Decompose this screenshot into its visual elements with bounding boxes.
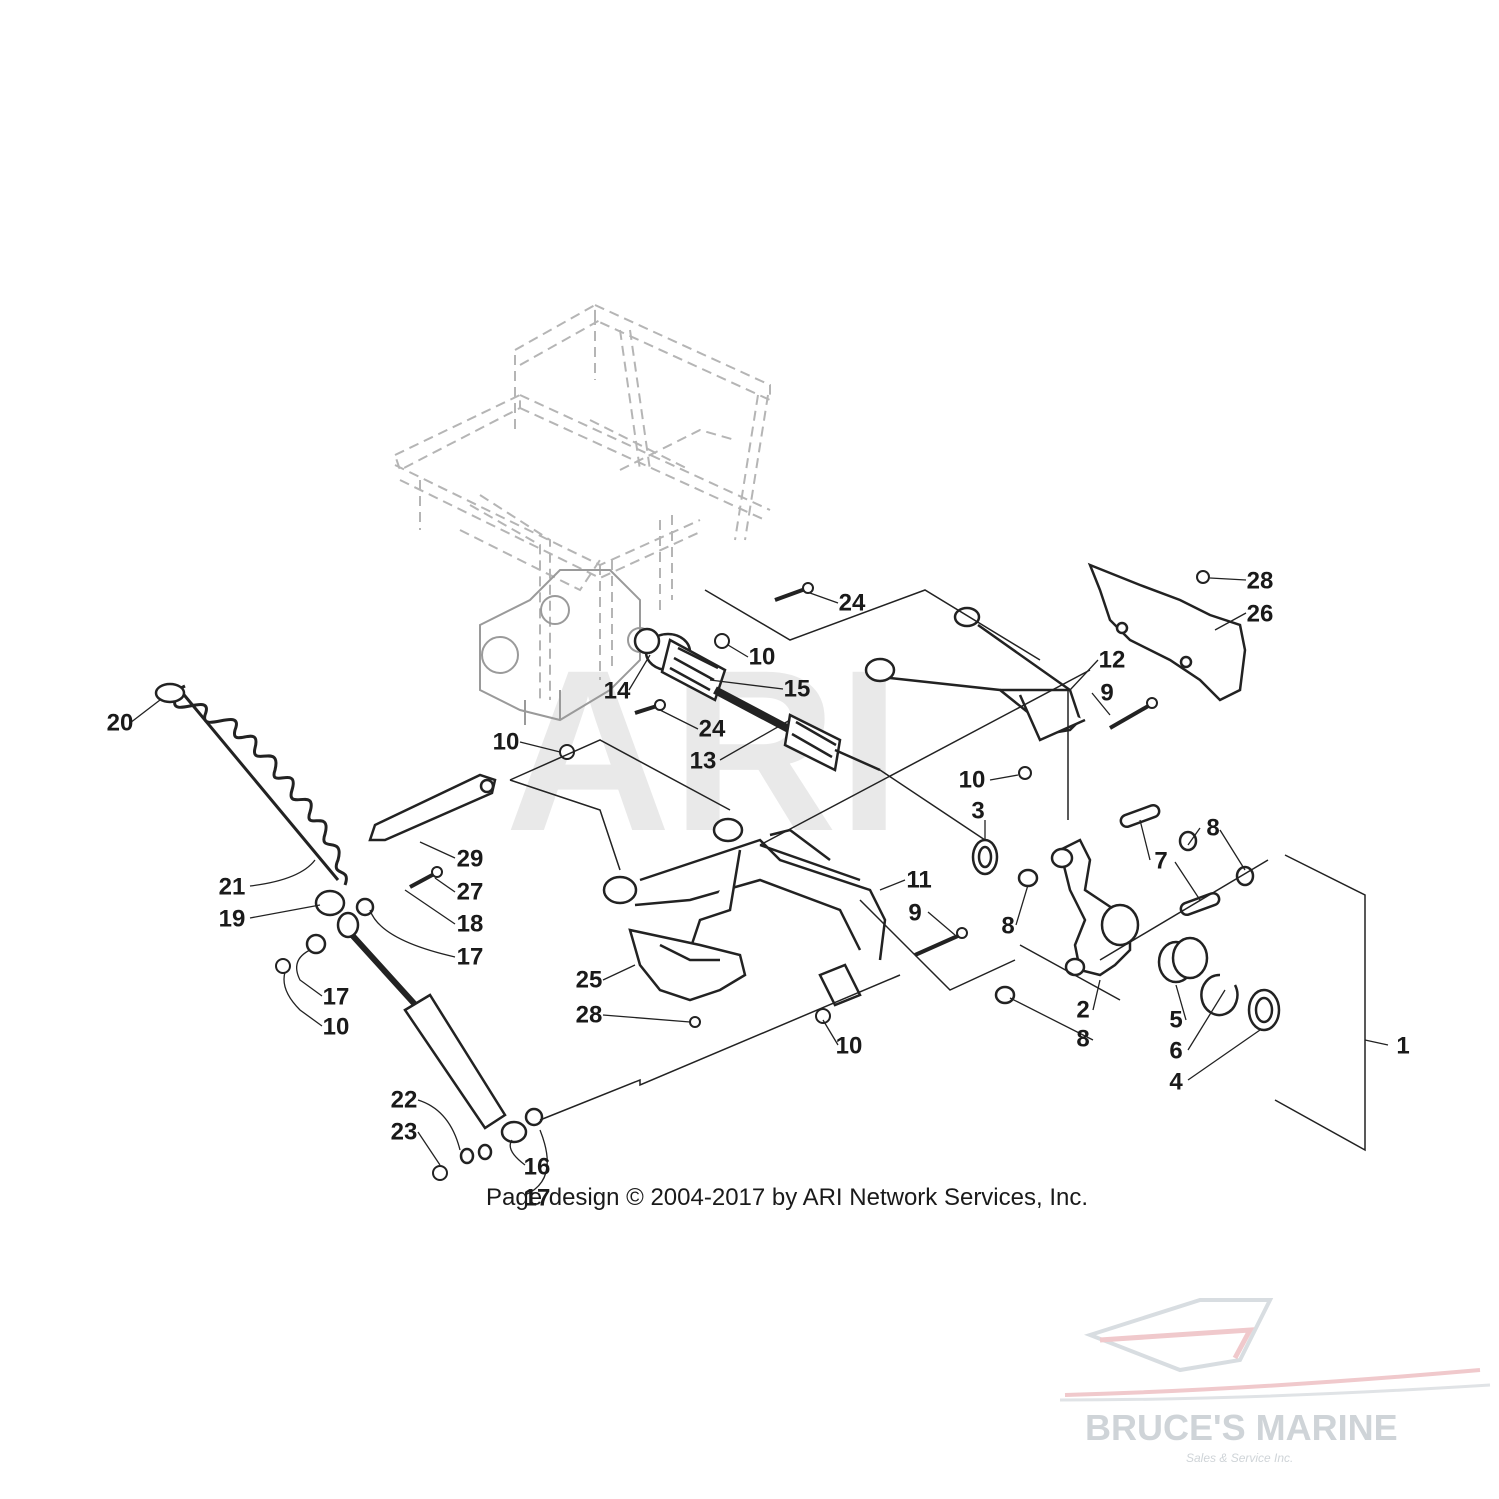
callout-c15: 15	[784, 675, 811, 702]
callout-c4: 4	[1169, 1068, 1183, 1095]
callout-c25: 25	[576, 966, 603, 993]
callout-c19: 19	[219, 905, 246, 932]
bushings	[994, 803, 1255, 1005]
reference-lines	[509, 589, 1366, 1152]
callout-c1: 1	[1396, 1032, 1409, 1059]
arm-guard	[628, 928, 747, 1002]
callout-c20a: 20	[107, 709, 134, 736]
callout-c3: 3	[971, 797, 984, 824]
spring-retainer	[154, 682, 346, 917]
callout-c2: 2	[1076, 996, 1089, 1023]
callout-c22: 22	[391, 1086, 418, 1113]
frame-outline	[393, 303, 771, 700]
dealer-logo: BRUCE'S MARINE Sales & Service Inc.	[1059, 1298, 1491, 1465]
callout-c6: 6	[1169, 1037, 1182, 1064]
callout-labels: 2021192927181717102223162410151424101328…	[107, 567, 1410, 1211]
snap-ring	[1200, 973, 1239, 1017]
upper-a-arm	[864, 606, 1086, 742]
callout-c28a: 28	[1247, 567, 1274, 594]
callout-c28b: 28	[576, 1001, 603, 1028]
callout-c8a: 8	[1206, 814, 1219, 841]
callout-c18: 18	[457, 910, 484, 937]
wheel-bearing	[1157, 936, 1209, 984]
callout-c26: 26	[1247, 600, 1274, 627]
callout-c16: 16	[524, 1153, 551, 1180]
callout-c5: 5	[1169, 1006, 1182, 1033]
nuts	[275, 633, 1032, 1181]
callout-c13: 13	[690, 747, 717, 774]
callout-c23: 23	[391, 1118, 418, 1145]
callout-c17a: 17	[457, 943, 484, 970]
callout-c8b: 8	[1001, 912, 1014, 939]
seal	[1247, 988, 1281, 1032]
steering-knuckle	[1050, 838, 1140, 977]
dealer-logo-name: BRUCE'S MARINE	[1085, 1407, 1398, 1448]
skid-plate	[1087, 562, 1247, 702]
callout-c24a: 24	[839, 589, 866, 616]
callout-c10b: 10	[749, 643, 776, 670]
callout-c10e: 10	[836, 1032, 863, 1059]
drive-shaft	[644, 632, 881, 772]
callout-c14: 14	[604, 677, 631, 704]
coil-spring	[159, 684, 348, 886]
shock-absorber	[305, 897, 544, 1165]
callout-c7: 7	[1154, 847, 1167, 874]
callout-c11: 11	[906, 866, 931, 893]
callout-c9a: 9	[1100, 679, 1113, 706]
callout-c17b: 17	[323, 983, 350, 1010]
spanner-wrench	[368, 773, 497, 842]
callout-c12: 12	[1099, 646, 1126, 673]
cv-joint-inner	[633, 627, 661, 655]
callout-c10c: 10	[493, 728, 520, 755]
callout-c10d: 10	[959, 766, 986, 793]
callout-c24b: 24	[699, 715, 726, 742]
callout-c27: 27	[457, 878, 484, 905]
callout-c21: 21	[219, 873, 246, 900]
callout-c10a: 10	[323, 1013, 350, 1040]
leader-lines	[129, 577, 1389, 1196]
bolts	[409, 570, 1210, 1028]
copyright-notice: Page design © 2004-2017 by ARI Network S…	[486, 1184, 1088, 1211]
dust-seal	[971, 838, 999, 876]
lower-a-arm	[602, 817, 887, 1007]
callout-c17c: 17	[524, 1184, 551, 1211]
callout-c29: 29	[457, 845, 484, 872]
callout-c9b: 9	[908, 899, 921, 926]
callout-c8c: 8	[1076, 1025, 1089, 1052]
dealer-logo-tagline: Sales & Service Inc.	[1186, 1451, 1293, 1465]
